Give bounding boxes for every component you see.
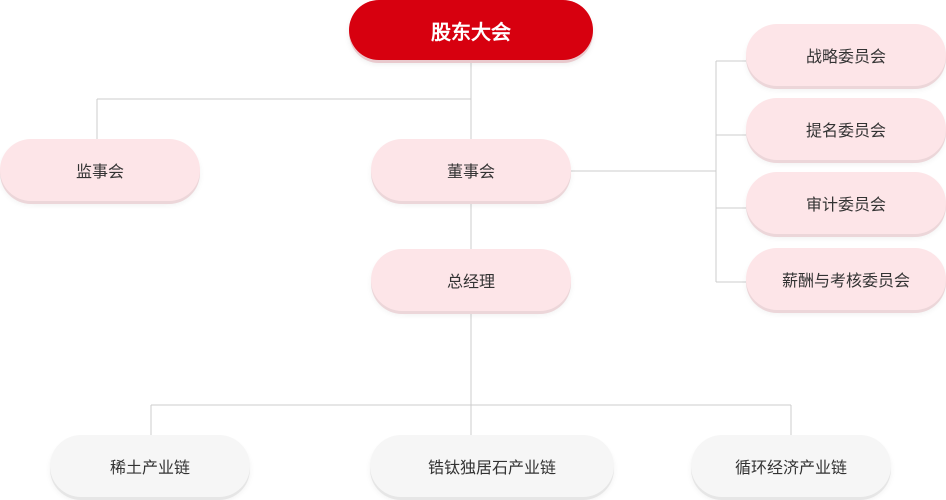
node-strategy-committee[interactable]: 战略委员会	[746, 24, 946, 86]
node-zircon-titanium-monazite-chain[interactable]: 锆钛独居石产业链	[370, 435, 614, 497]
node-nomination-committee[interactable]: 提名委员会	[746, 98, 946, 160]
node-general-manager[interactable]: 总经理	[371, 249, 571, 311]
node-supervisory-board[interactable]: 监事会	[0, 139, 200, 201]
node-board-of-directors[interactable]: 董事会	[371, 139, 571, 201]
node-rare-earth-chain[interactable]: 稀土产业链	[50, 435, 250, 497]
node-remuneration-committee[interactable]: 薪酬与考核委员会	[746, 248, 946, 310]
node-audit-committee[interactable]: 审计委员会	[746, 172, 946, 234]
node-circular-economy-chain[interactable]: 循环经济产业链	[691, 435, 891, 497]
node-shareholders-meeting[interactable]: 股东大会	[349, 0, 593, 60]
